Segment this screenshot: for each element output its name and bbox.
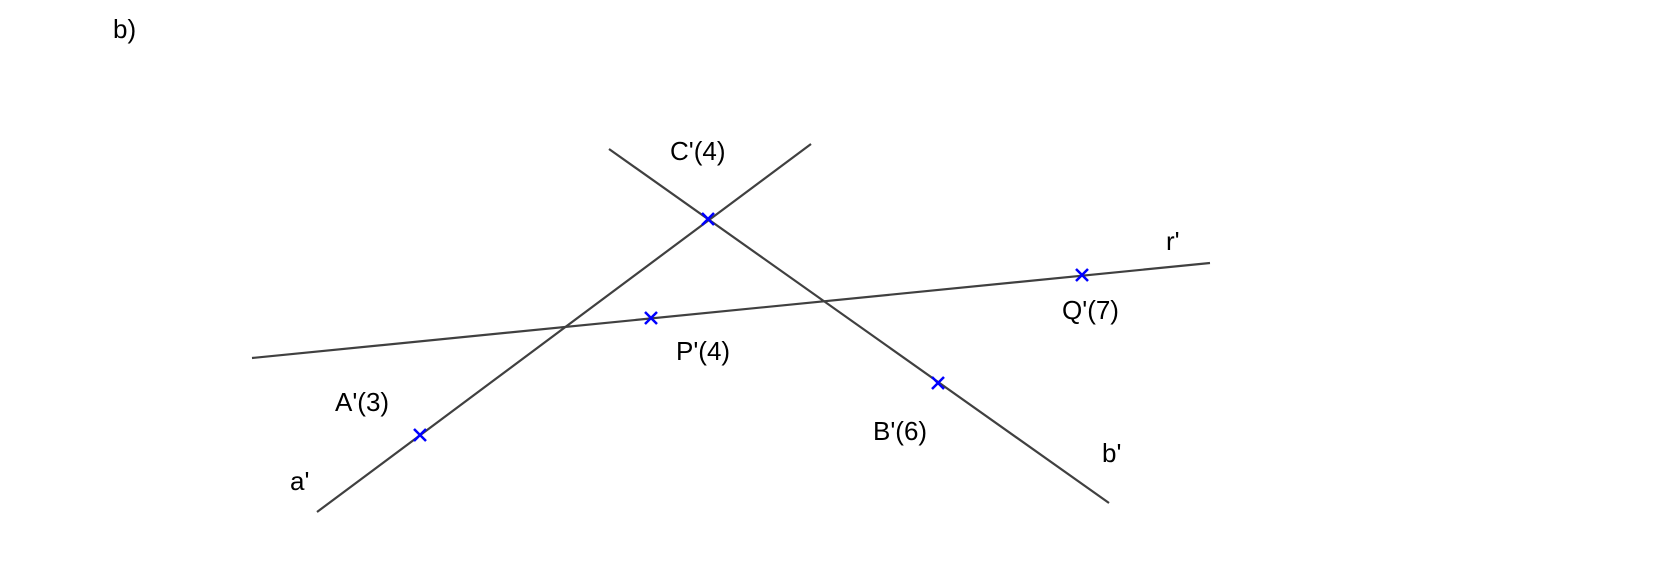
point-c-label: C'(4) [670, 136, 726, 166]
line-a-label: a' [290, 466, 309, 496]
point-b-marker [931, 376, 945, 390]
point-a-label: A'(3) [335, 387, 389, 417]
part-label: b) [113, 14, 136, 44]
line-b-label: b' [1102, 438, 1121, 468]
point-p-marker [644, 311, 658, 325]
point-p-label: P'(4) [676, 336, 730, 366]
point-c-marker [701, 212, 715, 226]
line-r-label: r' [1166, 226, 1180, 256]
line-b [608, 148, 1110, 504]
point-q-label: Q'(7) [1062, 295, 1119, 325]
point-q-marker [1075, 268, 1089, 282]
point-b-label: B'(6) [873, 416, 927, 446]
point-a-marker [413, 428, 427, 442]
line-r [251, 261, 1211, 360]
